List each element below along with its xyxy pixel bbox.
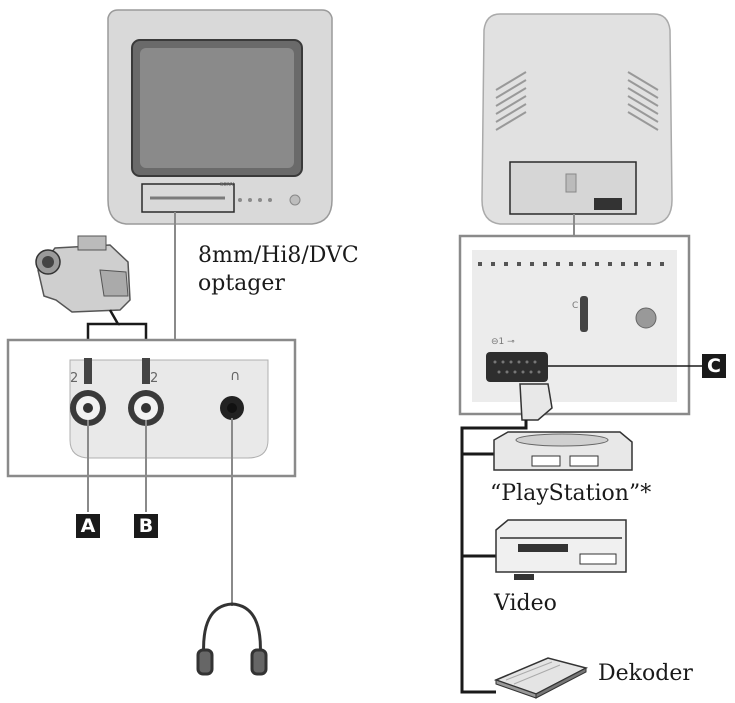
jack-label-audio: 2 [150,371,158,386]
playstation-icon [493,431,633,471]
svg-text:∩: ∩ [230,368,240,384]
decoder-icon [493,657,589,699]
decoder-label: Dekoder [598,661,693,686]
video-label: Video [494,591,557,616]
audio-input-jack [128,390,164,426]
svg-text:C: C [572,301,578,311]
playstation-label: “PlayStation”* [490,481,652,506]
camcorder-label: 8mm/Hi8/DVC optager [198,243,359,296]
callout-b: B [134,514,158,538]
video-input-jack [70,390,106,426]
svg-text:SONY: SONY [220,182,235,188]
tv-rear [481,13,673,225]
jack-label-video: 2 [70,371,78,386]
headphone-jack [220,396,244,420]
scart-connector [486,352,548,382]
vcr-icon [495,519,627,580]
callout-c: C [702,354,726,378]
headphones-icon [196,602,268,676]
callout-a: A [76,514,100,538]
svg-text:⊖1 ⊸: ⊖1 ⊸ [491,337,515,347]
camcorder-icon [35,235,131,313]
tv-front: SONY [107,9,333,225]
